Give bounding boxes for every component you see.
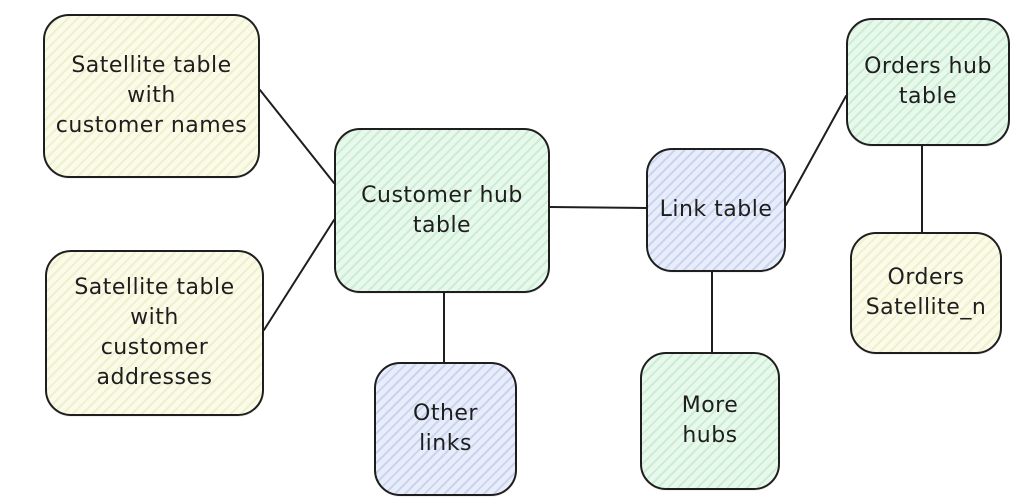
satellite-customer-names-node[interactable]: Satellite table with customer names (43, 14, 260, 178)
customer-hub-node[interactable]: Customer hub table (334, 128, 550, 293)
edge-link-table-to-orders-hub (785, 95, 847, 206)
orders-satellite-node[interactable]: Orders Satellite_n (850, 232, 1002, 354)
more-hubs-node[interactable]: More hubs (640, 352, 780, 490)
edge-sat-names-to-customer-hub (259, 89, 335, 184)
satellite-customer-addresses-node[interactable]: Satellite table with customer addresses (45, 250, 264, 416)
link-table-node[interactable]: Link table (646, 148, 786, 272)
other-links-node[interactable]: Other links (374, 362, 517, 496)
edge-sat-addresses-to-customer-hub (263, 219, 335, 331)
orders-hub-node[interactable]: Orders hub table (846, 18, 1010, 146)
edge-customer-hub-to-link-table (549, 206, 647, 209)
